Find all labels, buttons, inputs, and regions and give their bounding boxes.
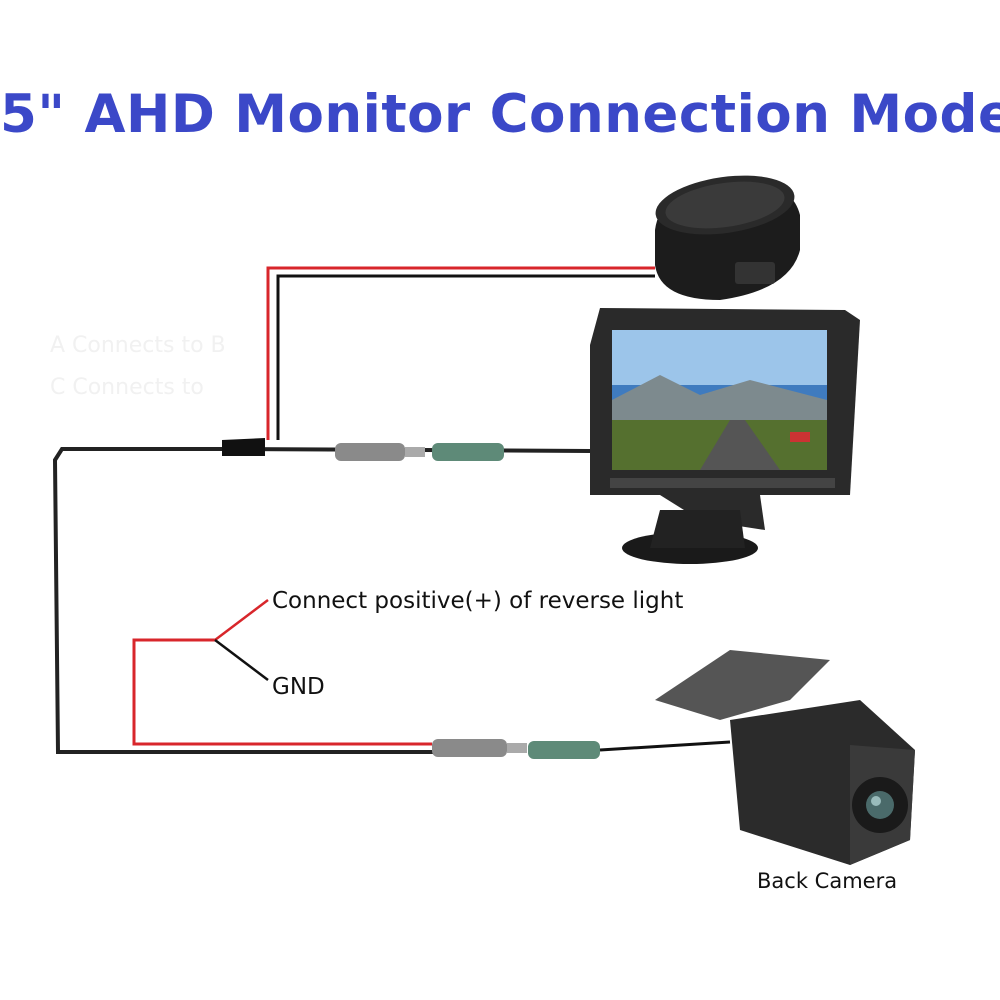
back-camera xyxy=(655,650,915,865)
reverse-red-branch xyxy=(214,599,269,641)
ghost-text-2: C Connects to xyxy=(50,375,204,400)
monitor-connector-male xyxy=(335,443,425,461)
camera-connector-male xyxy=(432,739,527,757)
page-title: 5" AHD Monitor Connection Mode xyxy=(0,84,1000,145)
main-cable xyxy=(52,447,591,754)
camera-connector-female xyxy=(528,741,600,759)
buzzer-red-wire xyxy=(266,266,655,440)
monitor xyxy=(590,308,860,564)
reverse-red-wire xyxy=(132,638,432,746)
buzzer-black-wire xyxy=(276,274,655,440)
gnd-label: GND xyxy=(272,674,325,700)
splitter xyxy=(222,438,265,456)
monitor-connector-female xyxy=(432,443,504,461)
buzzer-speaker xyxy=(655,175,800,300)
ghost-text-1: A Connects to B xyxy=(50,333,226,358)
back-camera-label: Back Camera xyxy=(757,869,898,893)
gnd-black-branch xyxy=(214,639,269,681)
reverse-light-label: Connect positive(+) of reverse light xyxy=(272,588,684,614)
camera-cable xyxy=(599,740,731,752)
